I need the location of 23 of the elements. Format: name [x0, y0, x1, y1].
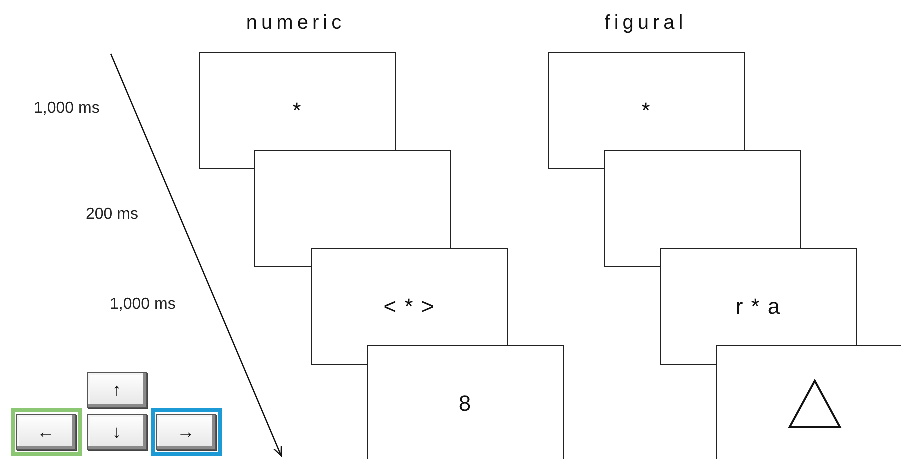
duration-label: 200 ms	[86, 206, 138, 224]
condition-heading: numeric	[246, 12, 346, 35]
stimulus-screen	[604, 150, 801, 248]
arrow-key: ↑	[87, 372, 147, 408]
arrow-key: →	[156, 414, 216, 450]
arrow-key: ↓	[87, 414, 147, 450]
stimulus-screen	[311, 248, 508, 346]
stimulus-screen	[548, 52, 745, 150]
stimulus-screen	[367, 345, 564, 459]
stimulus-text: 8	[458, 390, 472, 416]
stimulus-text: *	[292, 98, 302, 124]
duration-label: 1,000 ms	[34, 100, 100, 118]
stimulus-text: < * >	[384, 294, 436, 320]
duration-label: 1,000 ms	[110, 296, 176, 314]
triangle-symbol	[788, 378, 842, 428]
arrow-key: ←	[16, 414, 76, 450]
stimulus-screen	[716, 345, 901, 459]
stimulus-text: *	[642, 98, 652, 124]
stimulus-text: r * a	[736, 294, 782, 320]
condition-heading: figural	[604, 12, 688, 35]
stimulus-screen	[660, 248, 857, 346]
stimulus-screen	[254, 150, 451, 248]
stimulus-screen	[199, 52, 396, 150]
